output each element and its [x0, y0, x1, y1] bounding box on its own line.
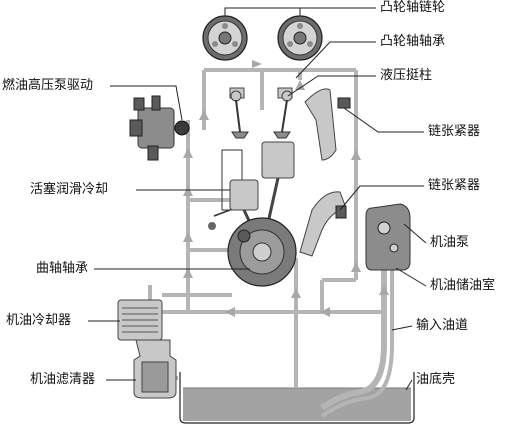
label-camshaft-bearing: 凸轮轴轴承: [380, 34, 446, 49]
label-oil-pan: 油底壳: [416, 372, 456, 387]
oil-filter-part: [133, 339, 177, 399]
label-chain-tensioner-upper: 链张紧器: [428, 124, 481, 139]
label-fuel-pump-drive: 燃油高压泵驱动: [2, 78, 94, 93]
label-oil-filter: 机油滤清器: [30, 372, 96, 387]
label-oil-reservoir: 机油储油室: [430, 278, 496, 293]
label-camshaft-sprocket: 凸轮轴链轮: [380, 0, 446, 15]
chain-tensioner-upper-part: [304, 88, 351, 161]
oil-cooler-part: [117, 299, 163, 341]
chain-tensioner-lower-part: [299, 191, 347, 257]
label-oil-cooler: 机油冷却器: [6, 313, 72, 328]
flow-arrows: [183, 60, 389, 317]
oil-level: [183, 388, 411, 421]
label-piston-cooling: 活塞润滑冷却: [30, 182, 109, 197]
label-oil-pump: 机油泵: [430, 235, 470, 250]
leader-lines: [88, 7, 427, 391]
camshaft-sprocket-right: [277, 15, 323, 61]
label-crankshaft-bearing: 曲轴轴承: [36, 261, 89, 276]
label-inlet-duct: 输入油道: [416, 318, 469, 333]
piston-assembly: [213, 141, 295, 241]
label-hydraulic-lifter: 液压挺柱: [380, 68, 433, 83]
oil-pump-part: [365, 203, 411, 271]
camshaft-sprocket-left: [202, 15, 248, 61]
valve-train: [229, 87, 293, 139]
fuel-pump-drive-part: [129, 95, 190, 161]
label-chain-tensioner-lower: 链张紧器: [428, 178, 481, 193]
